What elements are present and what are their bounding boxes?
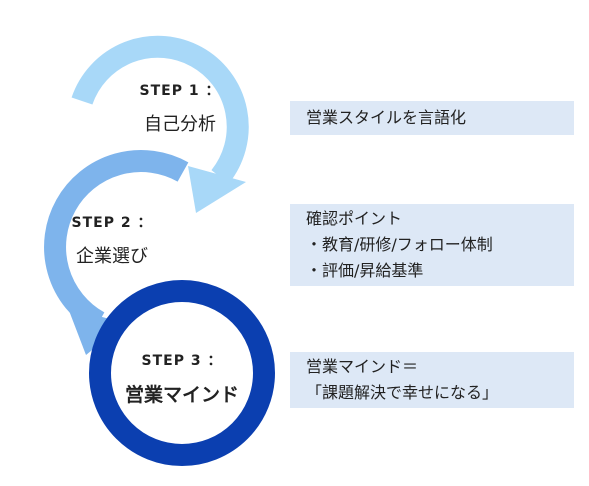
step1-note: 営業スタイルを言語化: [290, 101, 574, 135]
step3-label: STEP 3 ： 営業マインド: [102, 350, 262, 407]
step3-note: 営業マインド＝ 「課題解決で幸せになる」: [290, 352, 574, 408]
step2-note-line3: ・評価/昇給基準: [306, 261, 424, 280]
step2-note-line1: 確認ポイント: [306, 209, 403, 228]
step3-note-line1: 営業マインド＝: [306, 357, 419, 376]
step1-arrow: [188, 166, 246, 213]
step2-note: 確認ポイント ・教育/研修/フォロー体制 ・評価/昇給基準: [290, 204, 574, 286]
step3-number: STEP 3 ：: [141, 353, 223, 369]
step2-ring: [44, 150, 189, 332]
step1-label: STEP 1 ： 自己分析: [100, 80, 260, 136]
step2-title: 企業選び: [76, 246, 148, 267]
step2-label: STEP 2 ： 企業選び: [32, 212, 192, 268]
step3-ring: [89, 280, 275, 466]
step2-number: STEP 2 ：: [71, 215, 153, 231]
step1-ring: [71, 35, 249, 184]
step3-note-line2: 「課題解決で幸せになる」: [306, 383, 499, 402]
step3-title: 営業マインド: [124, 384, 239, 406]
step1-title: 自己分析: [144, 114, 216, 135]
step1-note-line1: 営業スタイルを言語化: [306, 108, 467, 127]
step1-number: STEP 1 ：: [139, 83, 221, 99]
step2-note-line2: ・教育/研修/フォロー体制: [306, 235, 493, 254]
